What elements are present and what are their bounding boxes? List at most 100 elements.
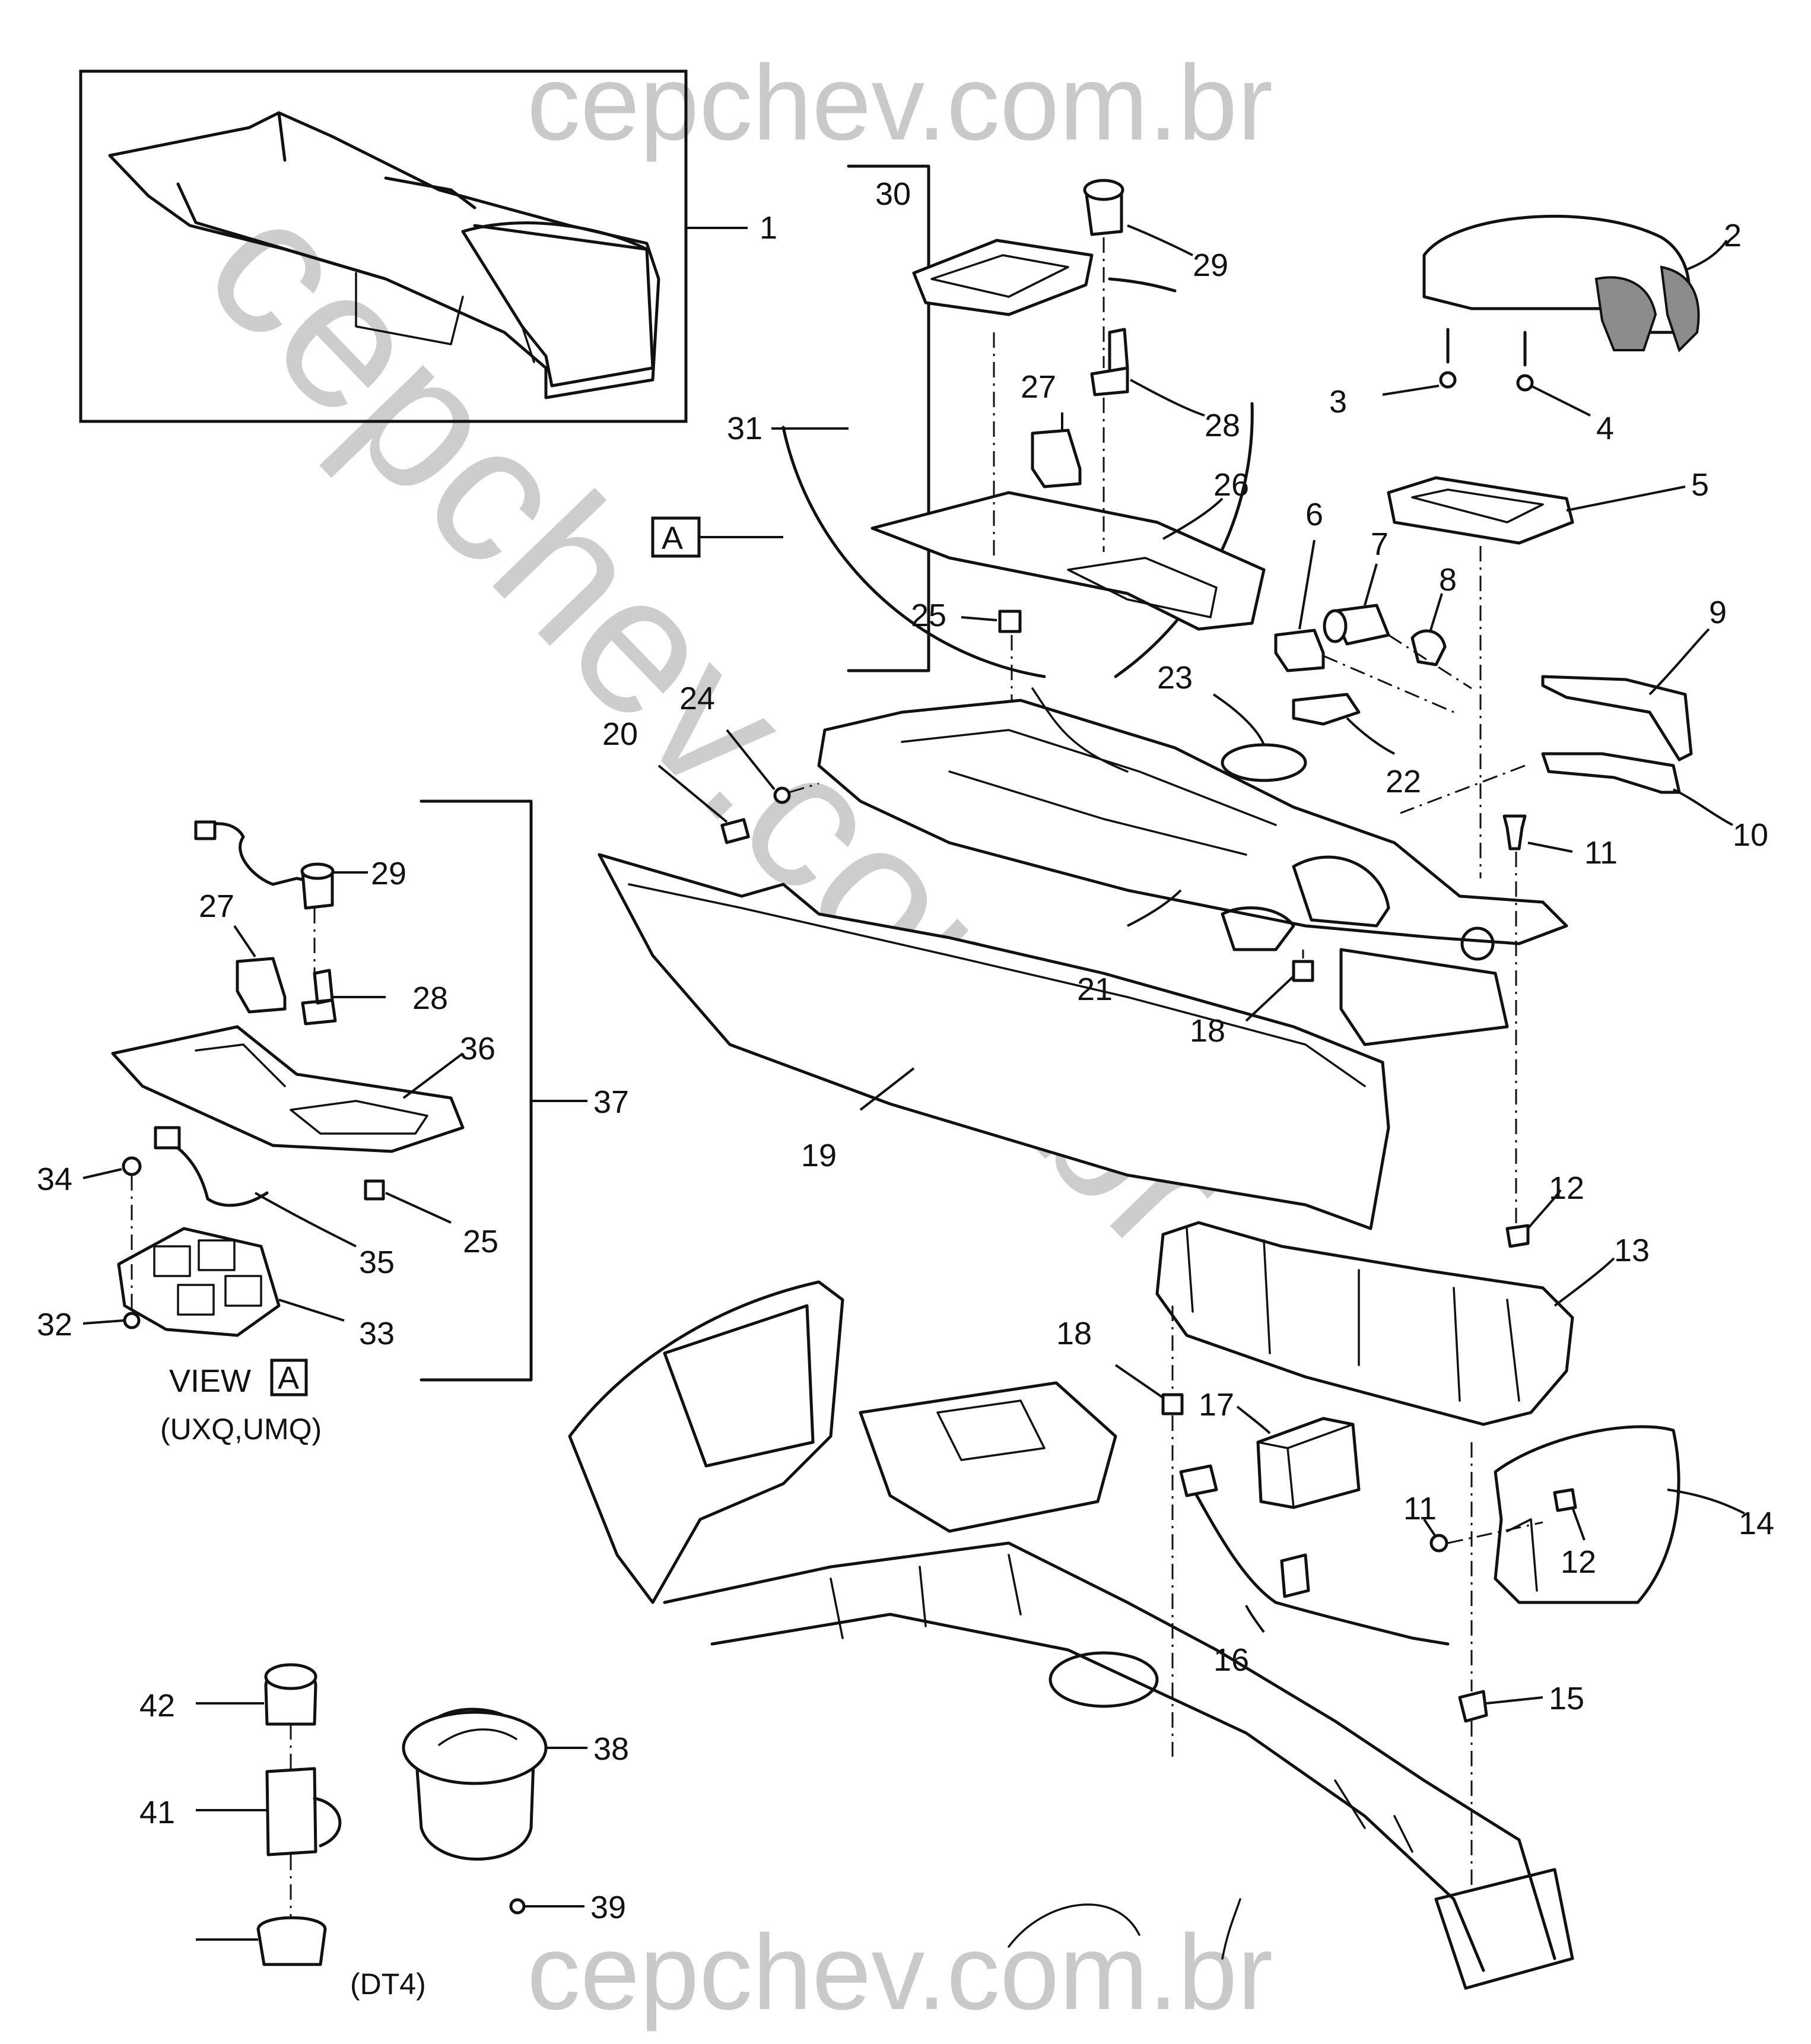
pad-22 — [1292, 693, 1361, 726]
callout-8: 8 — [1439, 562, 1457, 598]
nut-12a — [1505, 1224, 1530, 1248]
plate-36 — [111, 1025, 465, 1153]
callout-39: 39 — [590, 1890, 626, 1925]
console-21 — [817, 687, 1568, 1046]
clip-18a — [1292, 960, 1314, 982]
callout-29a: 29 — [1193, 247, 1228, 283]
bracket-13-frame — [1155, 1221, 1574, 1426]
view-a-title-prefix: VIEW — [169, 1363, 251, 1399]
view-marker-letter: A — [662, 520, 683, 556]
leader-19 — [859, 1067, 915, 1111]
leader-17 — [1236, 1405, 1271, 1434]
cupholder-38-inner — [438, 1728, 517, 1746]
callout-25a: 25 — [911, 598, 946, 633]
console-cupholder — [1221, 906, 1295, 951]
inset-console-body — [108, 111, 660, 399]
guide-9 — [1400, 764, 1526, 814]
callout-28b: 28 — [412, 980, 448, 1016]
view-a-detail: VIEW A (UXQ,UMQ) — [82, 799, 587, 1446]
socket-28 — [1090, 328, 1129, 396]
gauge-33a — [153, 1245, 191, 1277]
leader-5 — [1566, 485, 1686, 512]
clip-25a — [998, 610, 1022, 633]
vehicle-floor-body — [568, 1280, 1574, 1990]
armrest-screws — [1446, 328, 1527, 367]
leader-34 — [82, 1168, 122, 1179]
nut-12b — [1553, 1488, 1577, 1512]
guide-24 — [789, 782, 819, 794]
callout-35: 35 — [359, 1245, 395, 1280]
cupholder-38-rim — [402, 1710, 548, 1785]
leader-29a — [1127, 224, 1193, 256]
screw-11b — [1429, 1534, 1448, 1553]
watermark-top: cepchev.com.br — [527, 43, 1273, 163]
module-17-edges — [1257, 1423, 1354, 1509]
tray-5 — [1387, 476, 1686, 878]
inset-console-details — [176, 111, 649, 281]
harness-29b-connector — [194, 820, 217, 840]
clip-15 — [1458, 1690, 1488, 1723]
leader-18b — [1114, 1364, 1164, 1399]
view-a-option-codes: (UXQ,UMQ) — [160, 1413, 322, 1446]
plate-36-openings — [195, 1043, 428, 1135]
socket-28b — [301, 969, 337, 1026]
callout-33: 33 — [359, 1316, 395, 1351]
socket-41-cable — [313, 1797, 342, 1848]
callout-14: 14 — [1739, 1506, 1774, 1541]
harness-16-connector — [1179, 1464, 1218, 1497]
leader-11a — [1527, 842, 1573, 853]
bezel-base — [256, 1916, 327, 1966]
leader-21 — [1127, 889, 1182, 927]
floor-tunnel-inner — [710, 1613, 1485, 1972]
leader-35 — [255, 1192, 357, 1248]
screw-24 — [773, 786, 791, 804]
detail-circle-a: A — [651, 164, 1266, 789]
callout-23: 23 — [1157, 660, 1193, 696]
inset-frame — [79, 69, 688, 423]
callout-36: 36 — [460, 1031, 495, 1067]
leader-6 — [1298, 539, 1316, 630]
bezel-8 — [1410, 629, 1447, 666]
inset-armrest — [461, 221, 654, 388]
leader-4 — [1530, 385, 1591, 417]
callout-12a: 12 — [1549, 1170, 1584, 1206]
leader-24 — [726, 729, 776, 791]
callout-25b: 25 — [463, 1224, 498, 1259]
clip-34 — [122, 1156, 142, 1176]
leader-28a — [1130, 379, 1205, 417]
callout-27b: 27 — [199, 888, 234, 924]
callout-27a: 27 — [1021, 369, 1056, 405]
callout-29b: 29 — [371, 856, 406, 891]
plate-26-opening — [1067, 557, 1218, 618]
switch-27 — [1031, 429, 1082, 488]
trim-9-10 — [1400, 628, 1733, 826]
leader-14 — [1667, 1488, 1745, 1515]
view-a-title-letter: A — [278, 1360, 299, 1396]
switch-socket-group — [1274, 539, 1472, 713]
callout-30: 30 — [875, 176, 911, 212]
trim-9 — [1541, 675, 1693, 761]
callout-24: 24 — [679, 681, 715, 716]
floor-ribs — [830, 1554, 1022, 1639]
leader-20 — [657, 764, 728, 823]
pad-23 — [1221, 743, 1307, 782]
leader-12b — [1571, 1507, 1586, 1541]
leader-26 — [1162, 497, 1224, 540]
callout-7: 7 — [1371, 526, 1389, 562]
tray-5-inner — [1411, 488, 1544, 523]
console-socket-hole — [1460, 926, 1495, 961]
callout-6: 6 — [1305, 497, 1323, 532]
knob-42-top — [264, 1663, 317, 1690]
leader-7 — [1364, 563, 1378, 606]
harness-35 — [158, 1135, 269, 1207]
floor-rear-bracket — [1434, 1868, 1574, 1990]
console-hood — [1292, 855, 1390, 928]
socket-29-top — [1083, 179, 1124, 201]
leader-33 — [278, 1299, 345, 1322]
leader-2 — [1685, 239, 1728, 271]
callout-20: 20 — [602, 716, 638, 752]
callout-38: 38 — [593, 1731, 629, 1767]
callout-15: 15 — [1549, 1681, 1584, 1716]
callout-16: 16 — [1213, 1642, 1249, 1678]
leader-22 — [1346, 717, 1395, 755]
